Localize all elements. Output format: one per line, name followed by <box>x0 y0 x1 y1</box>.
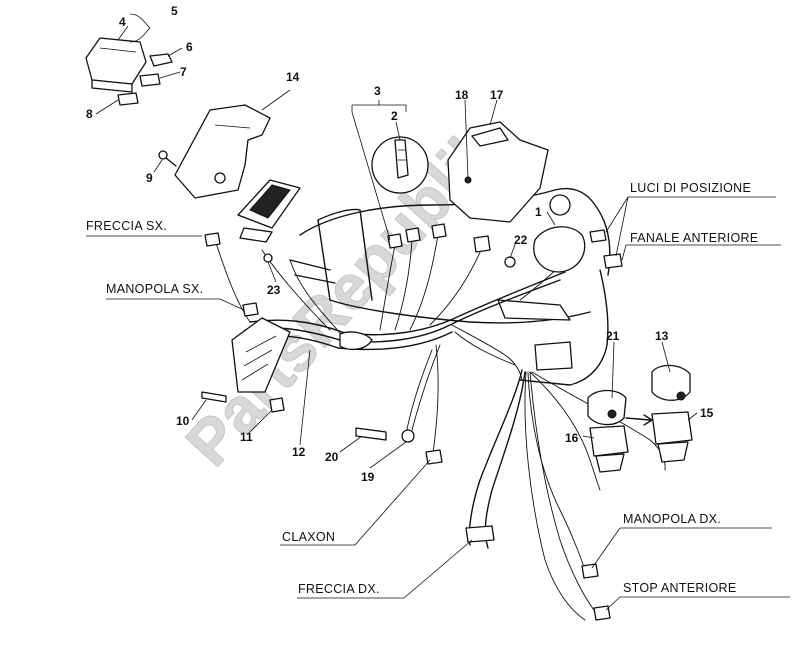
nut-11 <box>269 397 285 413</box>
callout-20: 20 <box>325 450 339 464</box>
screw-9 <box>158 150 177 167</box>
label-freccia-sx: FRECCIA SX. <box>86 219 167 233</box>
connector-3b <box>405 227 421 243</box>
callout-17: 17 <box>490 88 504 102</box>
relay-15 <box>651 411 693 463</box>
connector-3c <box>431 223 447 239</box>
callout-1: 1 <box>535 205 542 219</box>
ignition-switch-1 <box>504 194 586 273</box>
fanale-connector <box>603 253 623 269</box>
callout-4: 4 <box>119 15 126 29</box>
fuse-8 <box>117 92 139 106</box>
fuse-6 <box>149 53 173 67</box>
label-freccia-dx: FRECCIA DX. <box>298 582 380 596</box>
callout-18: 18 <box>455 88 469 102</box>
instrument-cover-14 <box>174 104 271 199</box>
bolt-10 <box>201 391 227 403</box>
fuse-7 <box>139 73 161 87</box>
steering-bracket <box>289 187 611 386</box>
label-manopola-dx: MANOPOLA DX. <box>623 512 721 526</box>
callout-13: 13 <box>655 329 669 343</box>
connector-detail-2 <box>371 136 429 194</box>
manopola-sx-connector <box>242 302 259 317</box>
callout-15: 15 <box>700 406 714 420</box>
relay-16 <box>589 425 629 473</box>
manopola-dx-connector <box>581 563 599 579</box>
callout-22: 22 <box>514 233 528 247</box>
label-luci-di-posizione: LUCI DI POSIZIONE <box>630 181 751 195</box>
callout-3: 3 <box>374 84 381 98</box>
freccia-dx-connector <box>465 525 495 543</box>
luci-connector <box>589 229 607 243</box>
label-claxon: CLAXON <box>282 530 335 544</box>
connector-3d <box>473 235 491 253</box>
label-fanale-anteriore: FANALE ANTERIORE <box>630 231 758 245</box>
switch-block <box>237 179 301 243</box>
callout-23: 23 <box>267 283 281 297</box>
voltage-regulator-12 <box>231 317 291 393</box>
switch-13 <box>651 364 691 401</box>
switch-21 <box>587 389 627 426</box>
fuse-box <box>85 37 147 93</box>
callout-2: 2 <box>391 109 398 123</box>
callout-10: 10 <box>176 414 190 428</box>
callout-9: 9 <box>146 171 153 185</box>
cover-17 <box>447 121 549 223</box>
connector-3a <box>387 233 403 249</box>
grommet-23 <box>263 253 273 263</box>
callout-7: 7 <box>180 65 187 79</box>
label-manopola-sx: MANOPOLA SX. <box>106 282 203 296</box>
washer-19 <box>401 429 415 443</box>
callout-21: 21 <box>606 329 620 343</box>
callout-16: 16 <box>565 431 579 445</box>
callout-14: 14 <box>286 70 300 84</box>
arrow <box>625 414 653 426</box>
leader-lines <box>86 13 790 611</box>
bolt-20 <box>355 427 387 441</box>
label-stop-anteriore: STOP ANTERIORE <box>623 581 737 595</box>
callout-12: 12 <box>292 445 306 459</box>
callout-19: 19 <box>361 470 375 484</box>
callout-5: 5 <box>171 4 178 18</box>
callout-6: 6 <box>186 40 193 54</box>
callout-8: 8 <box>86 107 93 121</box>
freccia-sx-connector <box>204 232 221 247</box>
callout-11: 11 <box>240 430 253 444</box>
